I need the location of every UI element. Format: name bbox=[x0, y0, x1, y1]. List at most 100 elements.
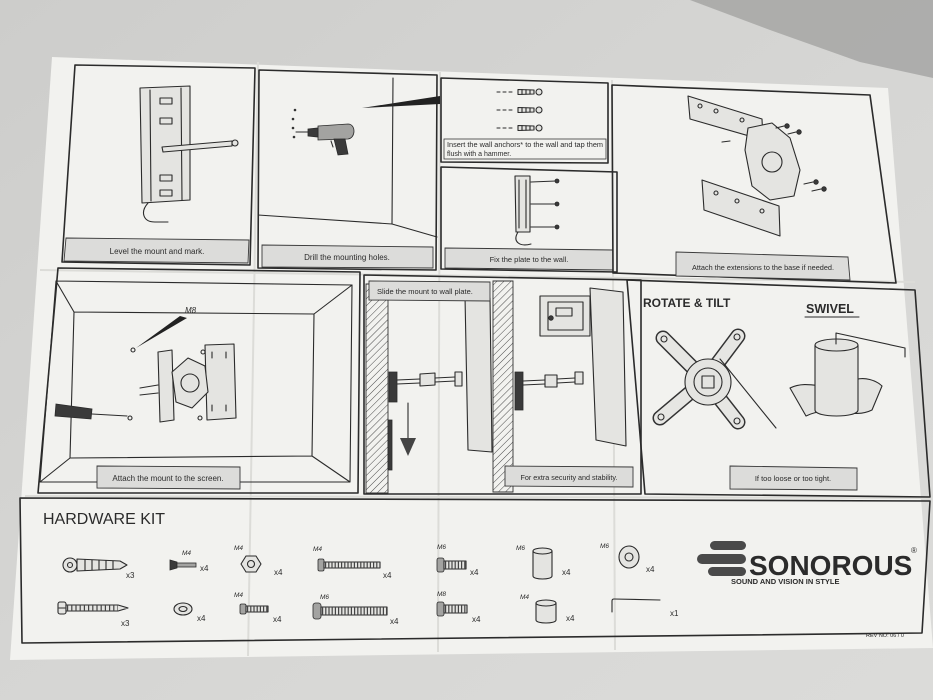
step-label-box bbox=[675, 251, 851, 281]
step-attach-screen-label: Attach the mount to the screen. bbox=[112, 474, 223, 483]
brand-name: SONOROUS bbox=[749, 550, 912, 581]
screw-head-icon bbox=[312, 602, 322, 620]
spacer-top bbox=[532, 547, 553, 555]
screwdriver-icon bbox=[54, 403, 93, 420]
allen-key-icon bbox=[719, 358, 777, 429]
rotate-tilt-heading: ROTATE & TILT bbox=[643, 296, 731, 310]
wall-plate-side bbox=[387, 371, 398, 471]
hole-mark bbox=[291, 117, 295, 121]
panel-frame bbox=[611, 84, 897, 284]
hardware-kit-panel: HARDWARE KIT x3 M4 x4 M4 x4 M4 x4 bbox=[19, 497, 931, 644]
hw-size: M6 bbox=[600, 543, 609, 550]
wall-plate-side bbox=[514, 371, 524, 411]
panel-frame bbox=[257, 69, 438, 271]
screw-shaft bbox=[176, 562, 197, 568]
screw-point bbox=[130, 347, 136, 353]
hole bbox=[697, 103, 703, 109]
hole bbox=[739, 117, 745, 123]
mount-center-ring bbox=[180, 373, 200, 393]
spacer-icon bbox=[535, 602, 557, 624]
hw-size: M6 bbox=[516, 545, 525, 552]
pointer-wedge bbox=[362, 96, 440, 108]
anchor-ridges bbox=[521, 89, 531, 131]
screw-head-icon bbox=[436, 601, 445, 617]
level-tool-icon bbox=[161, 140, 233, 153]
level-bubble-icon bbox=[231, 139, 239, 147]
anchor-hole bbox=[66, 561, 74, 569]
anchor-ring-icon bbox=[535, 124, 543, 132]
hw-washer-m6: M6 x4 bbox=[600, 543, 655, 574]
hw-size: M6 bbox=[437, 544, 446, 551]
hole bbox=[657, 413, 665, 421]
screw-head-icon bbox=[239, 603, 247, 615]
brand-logo: SONOROUS ® SOUND AND VISION IN STYLE bbox=[697, 541, 917, 586]
hw-qty: x4 bbox=[562, 568, 571, 577]
washer-hole bbox=[178, 605, 188, 613]
allen-key-icon bbox=[835, 332, 906, 358]
pointer-wedge bbox=[136, 316, 187, 348]
hw-spacer-m4: M4 x4 bbox=[520, 594, 575, 624]
screw-head-icon bbox=[436, 557, 445, 573]
anchors-instruction-line2: flush with a hammer. bbox=[447, 151, 511, 158]
anchors-instruction-line1: Insert the wall anchors* to the wall and… bbox=[447, 142, 603, 149]
swing-arm bbox=[522, 377, 576, 386]
extension-bar-bottom bbox=[701, 179, 781, 237]
hw-size: M4 bbox=[313, 546, 322, 553]
logo-bar-icon bbox=[697, 554, 746, 564]
step-extensions-panel: Attach the extensions to the base if nee… bbox=[611, 84, 897, 284]
drill-handle bbox=[307, 127, 349, 156]
hw-qty: x4 bbox=[274, 568, 283, 577]
hw-short-screw-m4: M4 x4 bbox=[234, 592, 282, 624]
screwdriver-shaft bbox=[91, 413, 128, 417]
shadow bbox=[690, 0, 933, 78]
panel-frame bbox=[363, 274, 642, 495]
step-slide-mount-panel: Slide the mount to wall plate. For extra… bbox=[363, 274, 642, 495]
hw-size: M4 bbox=[234, 592, 243, 599]
wall-section-hatch bbox=[492, 280, 514, 493]
wall-corner-lines bbox=[257, 77, 438, 238]
down-arrow-icon bbox=[400, 438, 416, 456]
step-level-label: Level the mount and mark. bbox=[110, 247, 205, 256]
hole bbox=[759, 208, 765, 214]
base-center-ring bbox=[761, 151, 783, 173]
nut-icon bbox=[240, 555, 262, 573]
step-drill-label: Drill the mounting holes. bbox=[304, 253, 390, 262]
hw-size: M6 bbox=[320, 594, 329, 601]
screw-size-label: M8 bbox=[185, 306, 197, 315]
hw-lock-washer: x4 bbox=[173, 602, 206, 623]
spacer-icon bbox=[532, 550, 553, 580]
hw-screw-m8: M8 x4 bbox=[436, 591, 481, 624]
hw-screw-m6: M6 x4 bbox=[436, 544, 479, 577]
screw-head-icon bbox=[554, 178, 560, 184]
logo-bar-icon bbox=[710, 541, 746, 550]
drill-icon bbox=[317, 123, 355, 141]
logo-bar-icon bbox=[708, 567, 746, 576]
screw-head-icon bbox=[169, 559, 178, 571]
panel-frame bbox=[61, 64, 256, 266]
insert-arrows bbox=[496, 91, 513, 129]
brand-tagline: SOUND AND VISION IN STYLE bbox=[731, 577, 839, 586]
step-loose-tight-label: If too loose or too tight. bbox=[755, 474, 831, 483]
drill-bit bbox=[295, 131, 334, 148]
screw-head-icon bbox=[796, 129, 802, 135]
tv-side-panel bbox=[589, 287, 627, 447]
hw-qty: x4 bbox=[383, 571, 392, 580]
anchors-text-box bbox=[443, 138, 607, 160]
hardware-kit-title: HARDWARE KIT bbox=[43, 511, 165, 528]
hw-size: M4 bbox=[182, 550, 191, 557]
screw-head-icon bbox=[317, 558, 325, 572]
mount-arm-lines bbox=[139, 351, 227, 412]
step-adjust-panel: ROTATE & TILT SWIVEL If too loose or too… bbox=[626, 279, 931, 498]
step-label-box bbox=[96, 465, 241, 490]
tv-brackets bbox=[157, 343, 237, 423]
hw-long-screw-m6: M6 x4 bbox=[312, 594, 399, 626]
hw-flat-screw: M4 x4 bbox=[169, 550, 209, 573]
step-extensions-label: Attach the extensions to the base if nee… bbox=[692, 263, 834, 272]
screw-point bbox=[197, 415, 203, 421]
screw-head-icon bbox=[554, 201, 560, 207]
hole-mark bbox=[291, 126, 295, 130]
step-label-box bbox=[368, 280, 491, 302]
hole-mark bbox=[293, 108, 297, 112]
hw-qty: x4 bbox=[566, 614, 575, 623]
arm-joints bbox=[544, 371, 584, 388]
